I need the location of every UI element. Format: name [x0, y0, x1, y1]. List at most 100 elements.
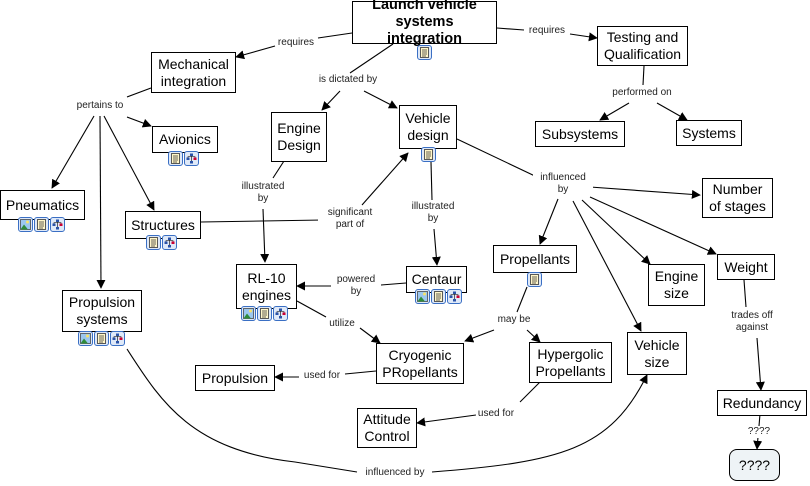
node-vehicle-design[interactable]: Vehicle design [399, 105, 457, 149]
connector [200, 219, 324, 223]
node-number-of-stages[interactable]: Number of stages [702, 178, 773, 218]
connector [516, 286, 528, 313]
connector-arrow [260, 208, 270, 263]
node-resources [78, 331, 125, 346]
node-engine-size[interactable]: Engine size [648, 264, 705, 306]
node-centaur[interactable]: Centaur [406, 266, 467, 293]
link-label-unknown: ???? [745, 426, 773, 438]
connector-arrow [538, 198, 559, 245]
connector-arrow [235, 45, 276, 60]
connector-arrow [464, 329, 495, 343]
connector-arrow [526, 329, 541, 343]
connector-arrow [656, 102, 688, 121]
concept-map-icon[interactable] [273, 306, 288, 321]
node-cryogenic-propellants[interactable]: Cryogenic PRopellants [376, 343, 464, 384]
connector-arrow [589, 196, 717, 255]
node-testing-and-qualification[interactable]: Testing and Qualification [597, 26, 688, 66]
node-systems[interactable]: Systems [676, 120, 742, 146]
node-resources [18, 217, 65, 232]
image-icon[interactable] [241, 306, 256, 321]
connector [296, 300, 327, 318]
document-icon[interactable] [168, 151, 183, 166]
connector-curve [126, 348, 358, 473]
node-propulsion[interactable]: Propulsion [195, 365, 275, 391]
connector [126, 87, 152, 98]
link-label-may-be: may be [495, 314, 533, 326]
connector-arrow [126, 116, 152, 128]
connector [272, 160, 285, 179]
connector-curve-arrow [431, 374, 648, 473]
connector-arrow [572, 200, 642, 332]
node-weight[interactable]: Weight [717, 254, 775, 280]
connector-arrow [363, 90, 398, 109]
node-propellants[interactable]: Propellants [493, 245, 577, 273]
node-resources [146, 235, 177, 250]
node-redundancy[interactable]: Redundancy [717, 390, 807, 416]
node-vehicle-size[interactable]: Vehicle size [627, 332, 687, 375]
connector [743, 279, 747, 308]
node-engine-design[interactable]: Engine Design [271, 112, 327, 162]
node-resources [421, 147, 436, 162]
connector-arrow [103, 115, 155, 211]
document-icon[interactable] [421, 147, 436, 162]
node-mechanical-integration[interactable]: Mechanical integration [151, 52, 236, 93]
link-label-influenced-by: influenced by [533, 172, 593, 196]
connector-arrow [589, 186, 701, 199]
document-icon[interactable] [34, 217, 49, 232]
node-pneumatics[interactable]: Pneumatics [0, 190, 85, 220]
image-icon[interactable] [18, 217, 33, 232]
connector [758, 413, 761, 427]
node-resources [417, 45, 432, 60]
connector [430, 161, 433, 201]
concept-map-icon[interactable] [162, 235, 177, 250]
concept-map-icon[interactable] [50, 217, 65, 232]
document-icon[interactable] [527, 272, 542, 287]
connector [344, 370, 377, 375]
document-icon[interactable] [431, 289, 446, 304]
link-label-used-for: used for [301, 370, 343, 382]
node-resources [168, 151, 199, 166]
node-resources [241, 306, 288, 321]
image-icon[interactable] [78, 331, 93, 346]
node-hypergolic-propellants[interactable]: Hypergolic Propellants [529, 342, 612, 383]
connector-arrow [359, 327, 381, 344]
connector-arrow [569, 32, 598, 42]
link-label-trades-off-against: trades off against [725, 310, 779, 334]
node-propulsion-systems[interactable]: Propulsion systems [62, 290, 142, 332]
connector-arrow [755, 337, 765, 391]
document-icon[interactable] [257, 306, 272, 321]
link-label-significant-part-of: significant part of [318, 207, 382, 231]
connector-arrow [361, 152, 409, 206]
link-label-requires: requires [275, 37, 317, 49]
connector [519, 381, 541, 403]
concept-map-icon[interactable] [184, 151, 199, 166]
node-subsystems[interactable]: Subsystems [535, 121, 625, 147]
link-label-used-for: used for [475, 408, 517, 420]
connector [317, 32, 353, 39]
document-icon[interactable] [94, 331, 109, 346]
concept-map-icon[interactable] [447, 289, 462, 304]
node-attitude-control[interactable]: Attitude Control [357, 408, 417, 448]
node-rl10-engines[interactable]: RL-10 engines [236, 264, 297, 309]
node-unknown[interactable]: ???? [729, 449, 780, 481]
connector [380, 282, 407, 286]
connector [349, 43, 394, 74]
concept-map-icon[interactable] [110, 331, 125, 346]
node-resources [415, 289, 462, 304]
image-icon[interactable] [415, 289, 430, 304]
connector [642, 65, 645, 86]
link-label-requires: requires [526, 25, 568, 37]
connector-arrow [581, 199, 651, 265]
link-label-influenced-by: influenced by [363, 467, 427, 479]
document-icon[interactable] [146, 235, 161, 250]
link-label-performed-on: performed on [610, 87, 674, 99]
link-label-utilize: utilize [327, 318, 357, 330]
link-label-powered-by: powered by [331, 274, 381, 298]
connector-arrow [416, 414, 477, 427]
document-icon[interactable] [417, 45, 432, 60]
node-launch-vehicle-systems-integration[interactable]: Launch vehicle systems integration [352, 0, 497, 47]
node-avionics[interactable]: Avionics [152, 126, 218, 153]
node-resources [527, 272, 542, 287]
connector-arrow [753, 436, 763, 450]
connector [496, 27, 525, 31]
